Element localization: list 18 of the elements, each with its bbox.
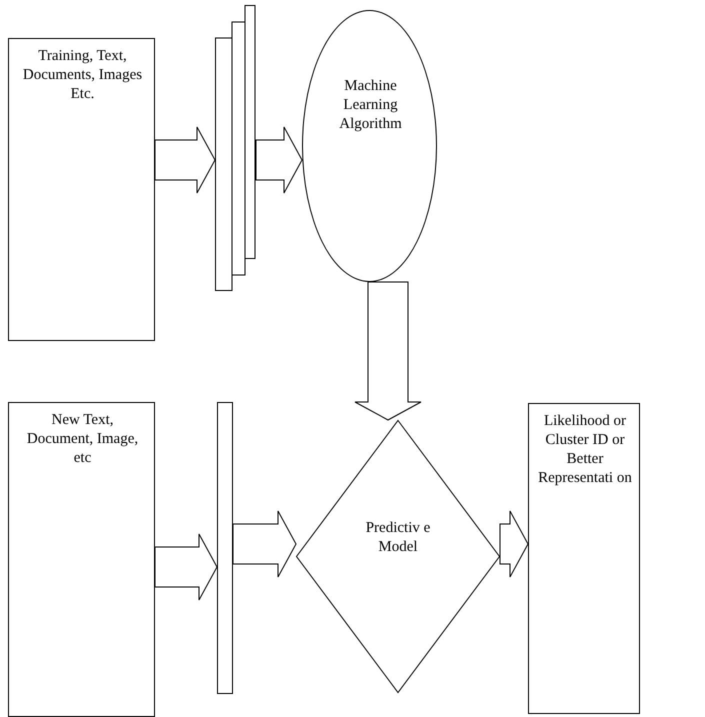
feature-vector-stack	[215, 5, 256, 291]
block-arrow	[232, 510, 297, 578]
feature-vector-bar	[217, 402, 233, 694]
block-arrow	[154, 126, 216, 194]
output-box	[528, 403, 640, 714]
block-arrow	[354, 282, 422, 421]
algorithm-ellipse	[302, 10, 437, 282]
node-label: Machine Learning Algorithm	[338, 77, 403, 134]
node-label: New Text, Document, Image, etc	[26, 411, 140, 468]
node-label: Predictiv e Model	[364, 519, 432, 557]
input-box	[8, 402, 155, 717]
block-arrow	[256, 126, 303, 194]
input-box	[8, 38, 155, 341]
block-arrow	[154, 534, 218, 600]
block-arrow	[500, 510, 529, 578]
node-label: Training, Text, Documents, Images Etc.	[22, 47, 144, 104]
node-label: Likelihood or Cluster ID or Better Representati on	[537, 412, 633, 488]
model-diamond	[296, 420, 500, 693]
